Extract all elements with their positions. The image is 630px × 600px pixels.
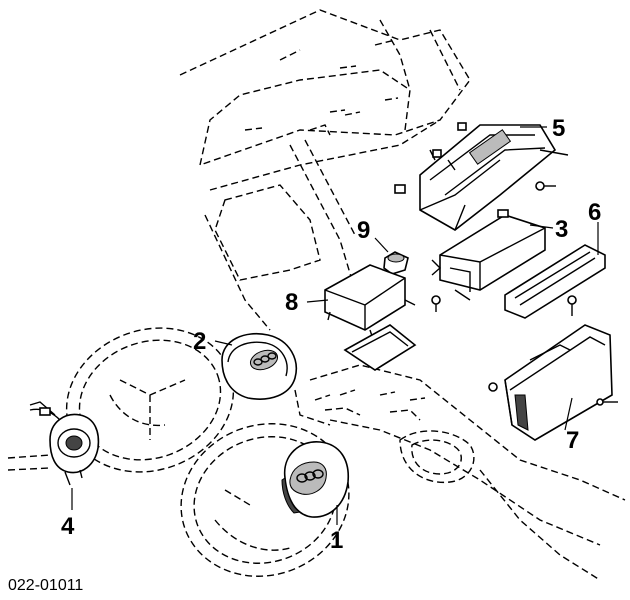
callout-1: 1	[330, 527, 343, 554]
callout-3: 3	[555, 216, 568, 243]
part-8-control-unit	[324, 264, 416, 337]
diagram-reference-code: 022-01011	[8, 577, 83, 594]
callout-4: 4	[61, 513, 75, 540]
callout-9: 9	[357, 217, 370, 244]
dashboard-outline	[179, 9, 471, 331]
part-9-connector	[383, 251, 409, 275]
callout-8: 8	[285, 289, 298, 316]
control-unit-mounting-plate	[343, 324, 417, 371]
part-5-passenger-airbag-module	[394, 122, 569, 231]
callout-5: 5	[552, 115, 565, 142]
leader-lines	[71, 126, 599, 525]
part-4-clock-spring	[7, 401, 100, 486]
part-6-trim-strip	[504, 244, 606, 319]
center-console-outline	[294, 364, 626, 581]
callout-7: 7	[566, 427, 579, 454]
part-3-airbag-bracket	[431, 209, 546, 312]
part-1-driver-airbag-lower	[281, 441, 349, 518]
callout-6: 6	[588, 199, 601, 226]
part-7-lower-airbag-cover	[488, 324, 618, 441]
part-2-driver-airbag-upper	[221, 333, 297, 400]
callout-2: 2	[193, 328, 206, 355]
